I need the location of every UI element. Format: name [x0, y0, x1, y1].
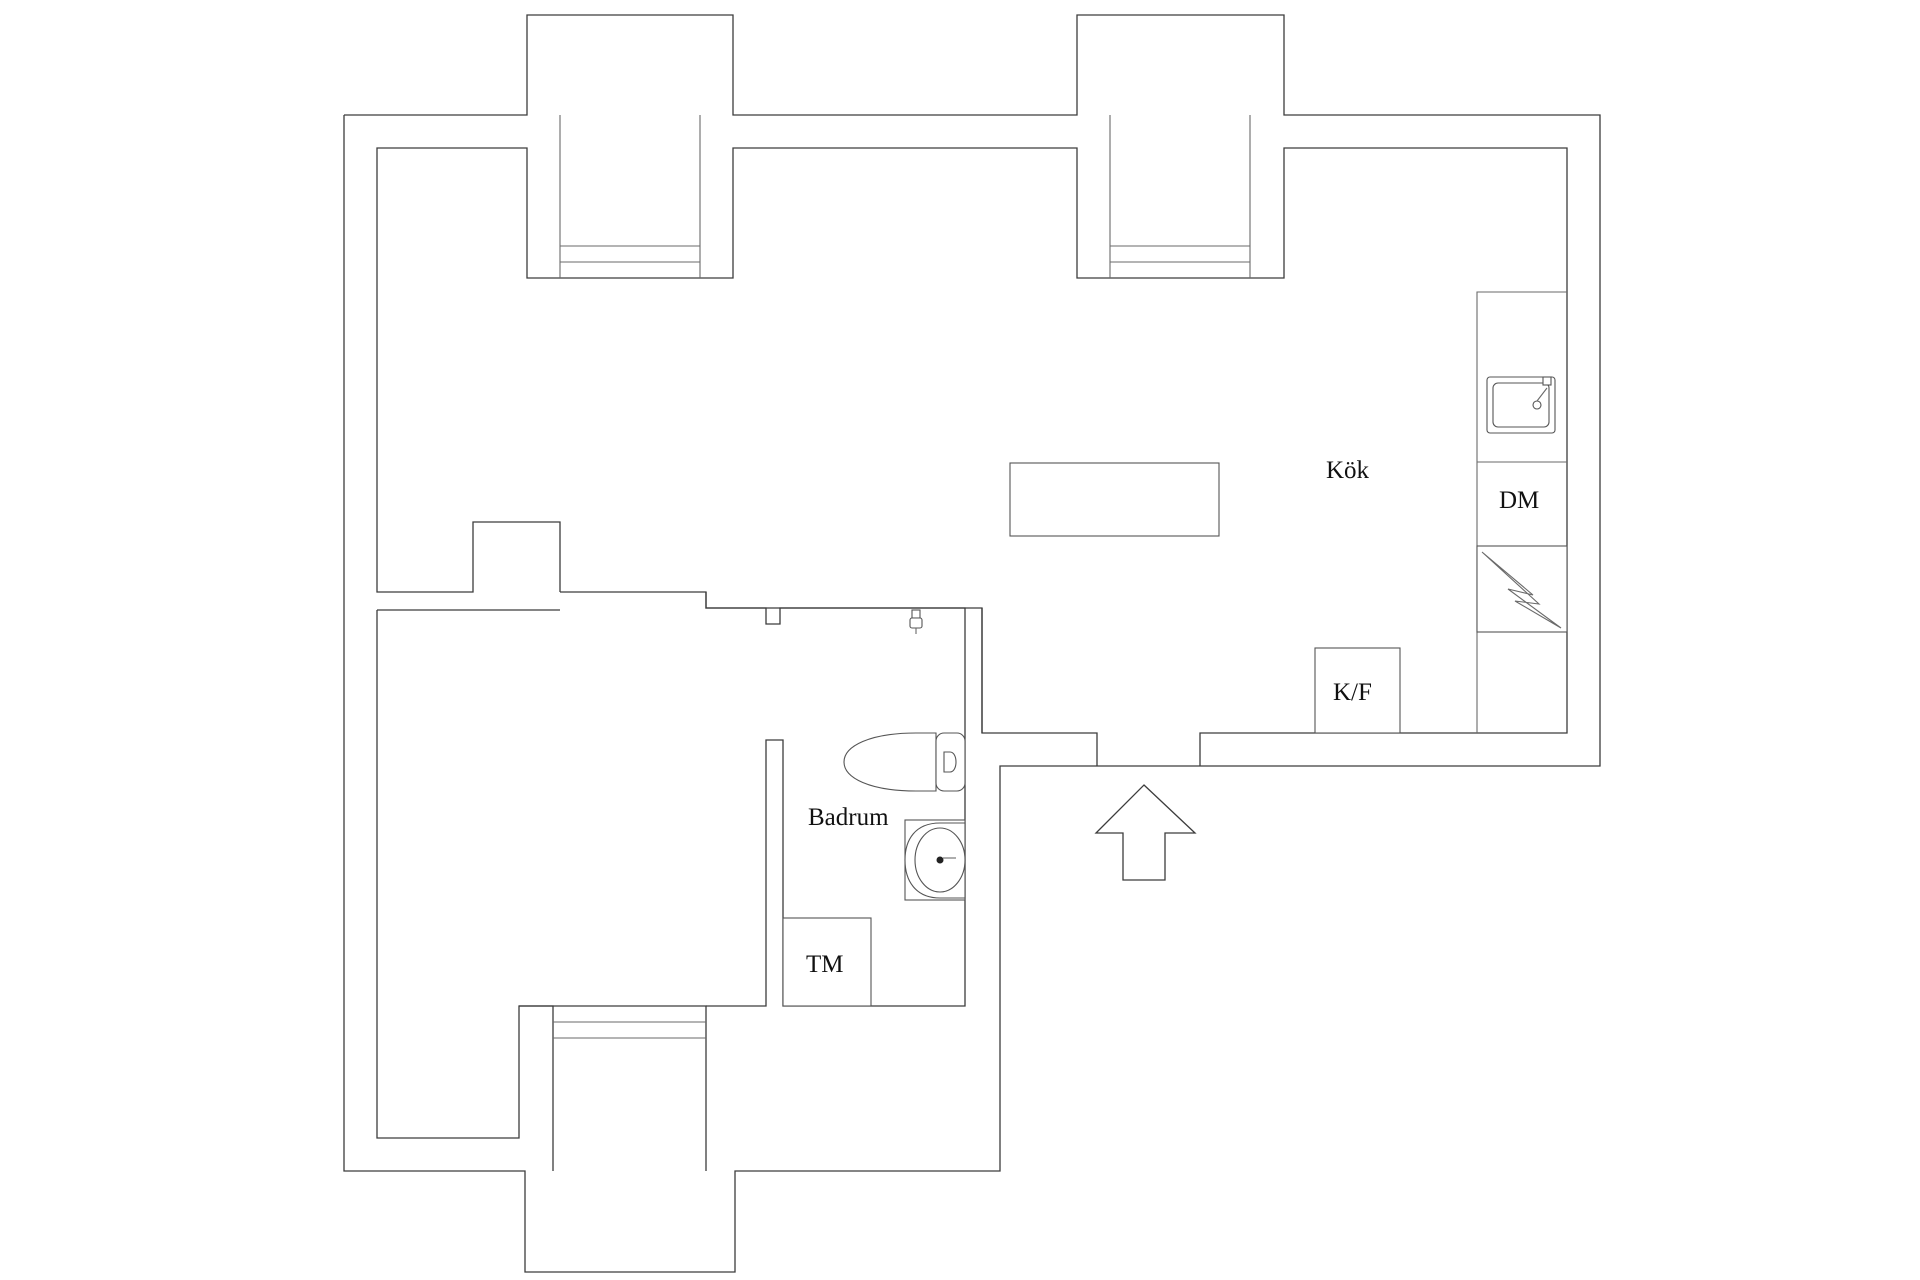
washing-machine: TM — [782, 917, 872, 1007]
kitchen-sink-icon — [1486, 376, 1556, 434]
window-top-right — [1109, 115, 1251, 278]
window-bottom — [376, 610, 707, 1171]
toilet-icon — [843, 732, 966, 792]
window-top-left — [559, 115, 701, 278]
bathroom-walls — [377, 592, 983, 1007]
washer-label: TM — [806, 951, 844, 978]
outer-wall — [343, 14, 1601, 1273]
fridge-freezer: K/F — [1314, 647, 1401, 734]
electric-stove-icon — [1476, 545, 1568, 633]
wash-basin-icon — [904, 819, 966, 901]
kitchen-label: Kök — [1326, 457, 1370, 484]
shower-head-icon — [909, 609, 923, 634]
arrow-up-icon — [1094, 784, 1197, 881]
kitchen-island — [1009, 462, 1220, 537]
bathroom-label: Badrum — [808, 804, 889, 831]
fridge-freezer-label: K/F — [1333, 679, 1372, 706]
dishwasher-label: DM — [1499, 487, 1539, 514]
